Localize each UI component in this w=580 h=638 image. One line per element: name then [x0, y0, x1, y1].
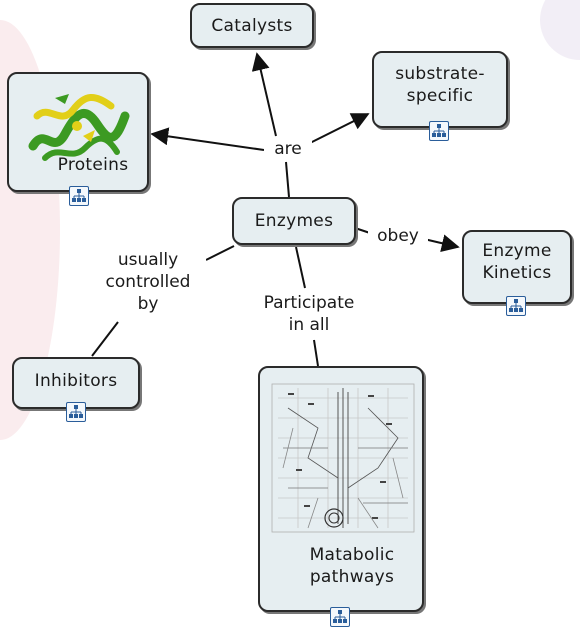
metabolic-pathway-image [271, 383, 415, 533]
concept-label: Proteins [57, 155, 129, 175]
concept-label: Catalysts [211, 15, 293, 36]
submap-icon[interactable] [330, 607, 350, 627]
submap-icon[interactable] [429, 121, 449, 141]
link-enzymes-controlled [205, 245, 235, 261]
link-label-participate-in-all: Participate in all [246, 292, 372, 336]
arrow-to-proteins [150, 127, 265, 151]
concept-enzyme-kinetics[interactable]: Enzyme Kinetics [462, 230, 572, 304]
concept-label: substrate- specific [395, 63, 485, 106]
link-label-usually-controlled-by: usually controlled by [90, 249, 206, 315]
link-label-obey: obey [368, 225, 428, 247]
protein-ribbon-image [28, 94, 130, 161]
link-enzymes-participate [295, 246, 306, 289]
concept-label: Matabolic pathways [309, 545, 395, 587]
concept-label: Enzyme Kinetics [482, 241, 552, 283]
submap-icon[interactable] [69, 186, 89, 206]
arrow-to-enzyme-kinetics [423, 234, 460, 253]
arrow-to-substrate-specific [309, 113, 370, 144]
link-enzymes-are [285, 161, 290, 198]
link-participate-pathways [313, 339, 319, 367]
concept-catalysts[interactable]: Catalysts [190, 3, 314, 48]
link-enzymes-obey [354, 227, 371, 234]
link-label-are: are [264, 138, 312, 160]
concept-substrate-specific[interactable]: substrate- specific [372, 51, 508, 128]
concept-label: Enzymes [254, 211, 334, 231]
concept-label: Inhibitors [34, 371, 118, 391]
submap-icon[interactable] [66, 402, 86, 422]
concept-enzymes[interactable]: Enzymes [232, 197, 356, 245]
concept-metabolic-pathways[interactable]: Matabolic pathways [258, 366, 424, 612]
link-controlled-inhibitors [91, 321, 119, 357]
concept-proteins[interactable]: Proteins [7, 72, 149, 192]
arrow-to-catalysts [251, 52, 277, 137]
submap-icon[interactable] [506, 296, 526, 316]
